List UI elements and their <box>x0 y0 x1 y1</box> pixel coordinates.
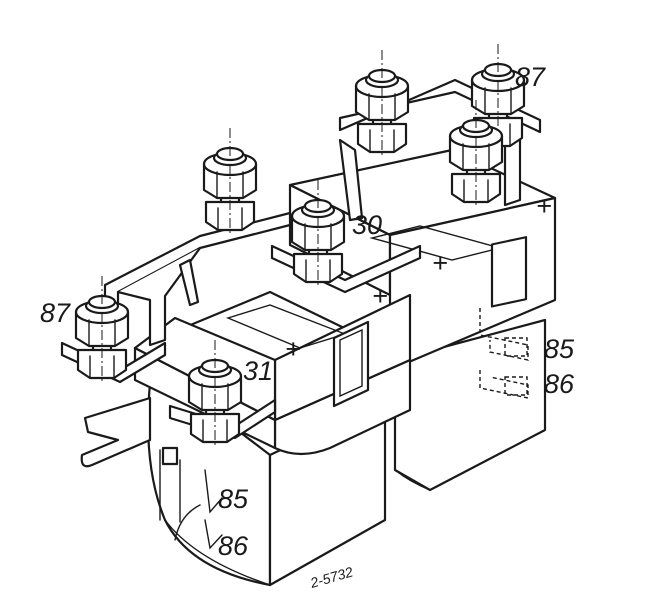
drawing-code: 2-5732 <box>307 563 354 591</box>
label-87-right: 87 <box>515 62 546 92</box>
plus-symbol: + <box>285 334 301 364</box>
label-85-right: 85 <box>544 334 575 364</box>
hidden-coil-terminals <box>479 308 529 399</box>
plus-symbol: + <box>536 191 552 221</box>
plus-symbol: + <box>372 281 388 311</box>
label-85-left: 85 <box>218 484 249 514</box>
label-87-left: 87 <box>40 298 71 328</box>
label-31: 31 <box>243 356 273 386</box>
label-86-right: 86 <box>544 369 575 399</box>
nut-87-right-front <box>354 48 410 160</box>
right-contactor <box>288 78 557 492</box>
plus-symbol: + <box>432 248 448 278</box>
nut-left-top <box>202 126 258 238</box>
coil-wires-left <box>174 469 223 550</box>
label-30: 30 <box>352 210 382 240</box>
label-86-left: 86 <box>218 531 249 561</box>
